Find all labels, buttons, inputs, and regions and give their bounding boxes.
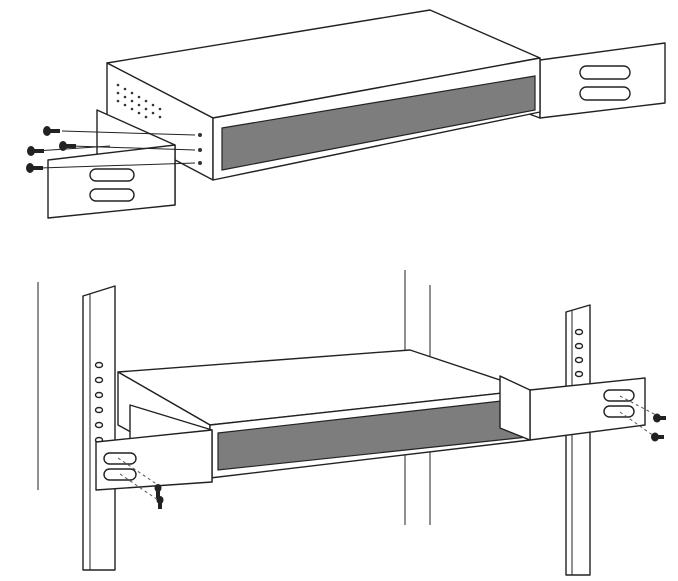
top-illustration	[26, 9, 666, 219]
screw-icon	[26, 163, 43, 173]
left-bracket-top	[47, 109, 176, 219]
rack-hole-icon	[574, 328, 584, 378]
screw-icon	[43, 126, 60, 136]
bracket-slot-icon	[579, 86, 631, 101]
switch-device-top	[106, 9, 541, 181]
bottom-illustration	[37, 270, 666, 576]
screw-icon	[27, 146, 44, 156]
screw-icon	[154, 484, 162, 498]
left-bracket-rack	[95, 404, 213, 509]
front-panel	[221, 75, 536, 171]
right-bracket-rack	[499, 375, 666, 442]
screw-icon	[59, 141, 76, 151]
right-rack-post	[565, 304, 591, 576]
screw-icon	[156, 496, 164, 509]
bracket-slot-icon	[603, 405, 635, 418]
bracket-slot-icon	[603, 389, 635, 402]
screw-icon	[651, 432, 664, 442]
bracket-slot-icon	[89, 188, 135, 202]
bracket-slot-icon	[103, 452, 137, 465]
screw-icon	[653, 413, 666, 423]
bracket-slot-icon	[579, 65, 631, 80]
switch-device-rack	[117, 349, 531, 479]
bracket-slot-icon	[89, 168, 135, 182]
screws-top	[26, 126, 76, 173]
vent-holes	[116, 83, 162, 119]
left-rack-post	[82, 285, 116, 571]
